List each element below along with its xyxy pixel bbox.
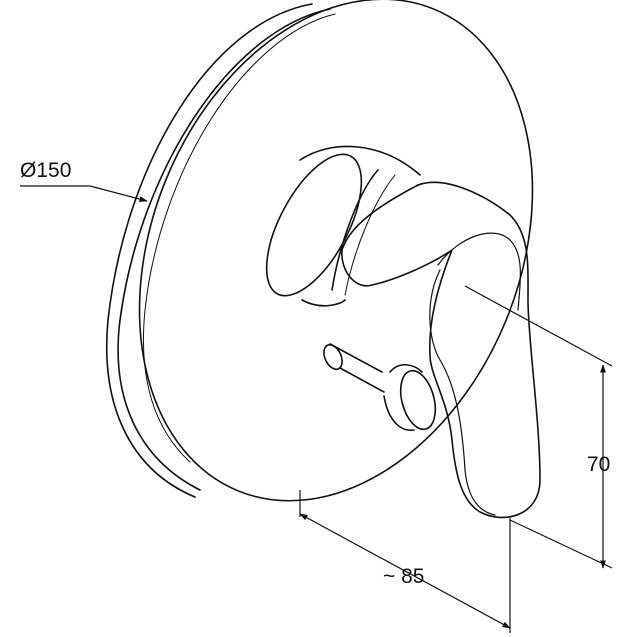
lever-inner-edge xyxy=(437,232,522,311)
cover-plate-front xyxy=(138,0,534,502)
cover-plate-back-edge xyxy=(105,3,313,498)
height-dimension xyxy=(464,285,613,569)
lever-neck xyxy=(341,184,419,251)
cartridge-ring-inner xyxy=(344,174,396,296)
lever-front-face xyxy=(429,269,496,516)
cover-plate xyxy=(105,0,534,502)
diverter-cap-body xyxy=(383,364,423,431)
diverter-knob xyxy=(323,343,437,431)
diameter-label: Ø150 xyxy=(20,159,72,182)
height-ext-line-bottom xyxy=(509,519,613,569)
diameter-dimension xyxy=(20,185,148,202)
diverter-stem-top xyxy=(329,343,383,373)
depth-dimension xyxy=(299,490,511,633)
lever-handle xyxy=(341,181,541,519)
depth-dimension-line xyxy=(299,513,511,629)
cover-plate-edge-line xyxy=(142,13,336,463)
lever-outline xyxy=(341,181,541,519)
cartridge-body xyxy=(265,145,421,307)
cartridge-top xyxy=(299,145,421,176)
diverter-stem-end xyxy=(323,343,343,371)
diameter-leader-arrow xyxy=(89,185,148,202)
cartridge-ring xyxy=(331,169,379,291)
cartridge-bottom xyxy=(301,299,346,307)
depth-label: ~ 85 xyxy=(383,565,425,588)
diverter-stem-bottom xyxy=(339,367,385,393)
diverter-cap-face xyxy=(399,369,437,431)
cover-plate-rim xyxy=(117,8,331,491)
height-ext-line-top xyxy=(464,285,613,367)
height-label: 70 xyxy=(587,453,611,476)
